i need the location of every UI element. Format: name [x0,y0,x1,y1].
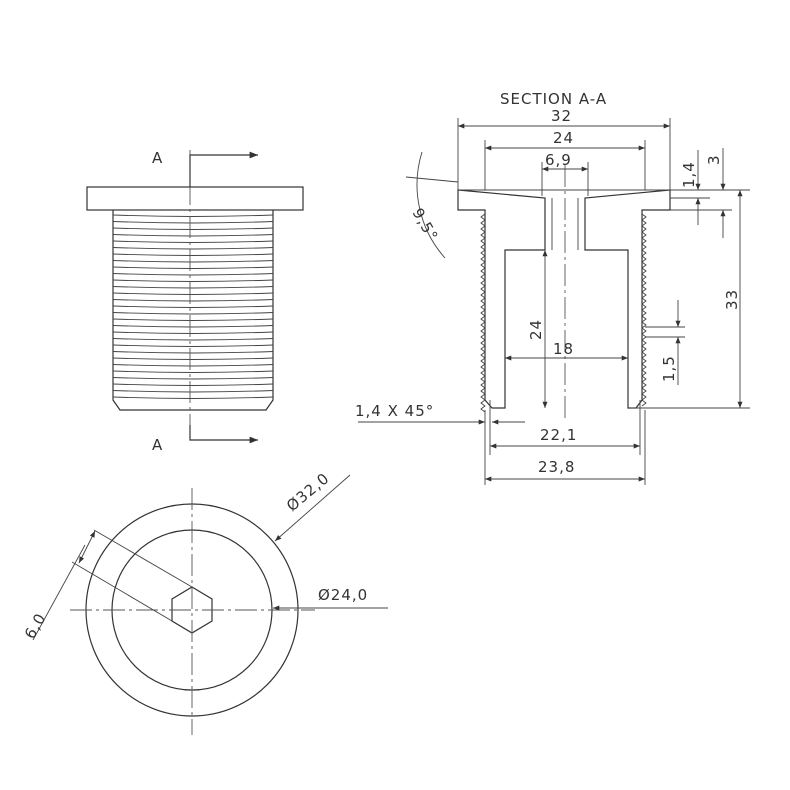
thread-line [112,344,274,347]
thread-line [112,383,274,386]
dim-chamfer: 1,4 X 45° [355,402,434,420]
thread-line [112,312,274,315]
dim-18: 18 [553,340,574,358]
dim-24-seat: 24 [553,129,574,147]
thread-line [112,390,274,393]
dim-23-8: 23,8 [538,458,575,476]
side-view: A A [86,149,304,454]
dim-32: 32 [551,107,572,125]
dim-22-1: 22,1 [540,426,577,444]
thread-line [112,351,274,354]
thread-line [112,253,274,256]
thread-line [112,305,274,308]
thread-line [112,377,274,380]
thread-line [112,357,274,360]
dim-6-9: 6,9 [545,151,572,169]
dim-1-5: 1,5 [660,355,678,382]
thread-lines [112,214,274,399]
dim-33: 33 [723,289,741,310]
dim-24-bore: 24 [527,319,545,340]
thread-line [112,299,274,302]
thread-line [112,260,274,263]
thread-line [112,234,274,237]
section-mark-top: A [152,149,163,167]
thread-line [112,364,274,367]
dim-outer-diameter: Ø32,0 [283,469,333,515]
thread-line [112,331,274,334]
end-view: 6,0 Ø32,0 Ø24,0 [21,469,388,735]
thread-line [112,227,274,230]
thread-line [112,338,274,341]
thread-line [112,266,274,269]
thread-line [112,325,274,328]
thread-line [112,292,274,295]
thread-line [112,279,274,282]
section-view: SECTION A-A 32 24 6,9 33 1,4 3 1,5 [355,90,750,485]
thread-line [112,318,274,321]
thread-line [112,396,274,399]
thread-line [112,273,274,276]
thread-line [112,286,274,289]
dim-hex-6: 6,0 [21,610,50,642]
dim-inner-diameter: Ø24,0 [318,586,368,604]
thread-line [112,247,274,250]
section-mark-bottom: A [152,436,163,454]
dim-angle: 9,5° [409,205,442,245]
thread-line [112,221,274,224]
thread-line [112,214,274,217]
dim-3: 3 [705,154,723,165]
thread-line [112,370,274,373]
section-title: SECTION A-A [500,90,607,108]
thread-line [112,240,274,243]
dim-1-4-flange: 1,4 [680,161,698,188]
